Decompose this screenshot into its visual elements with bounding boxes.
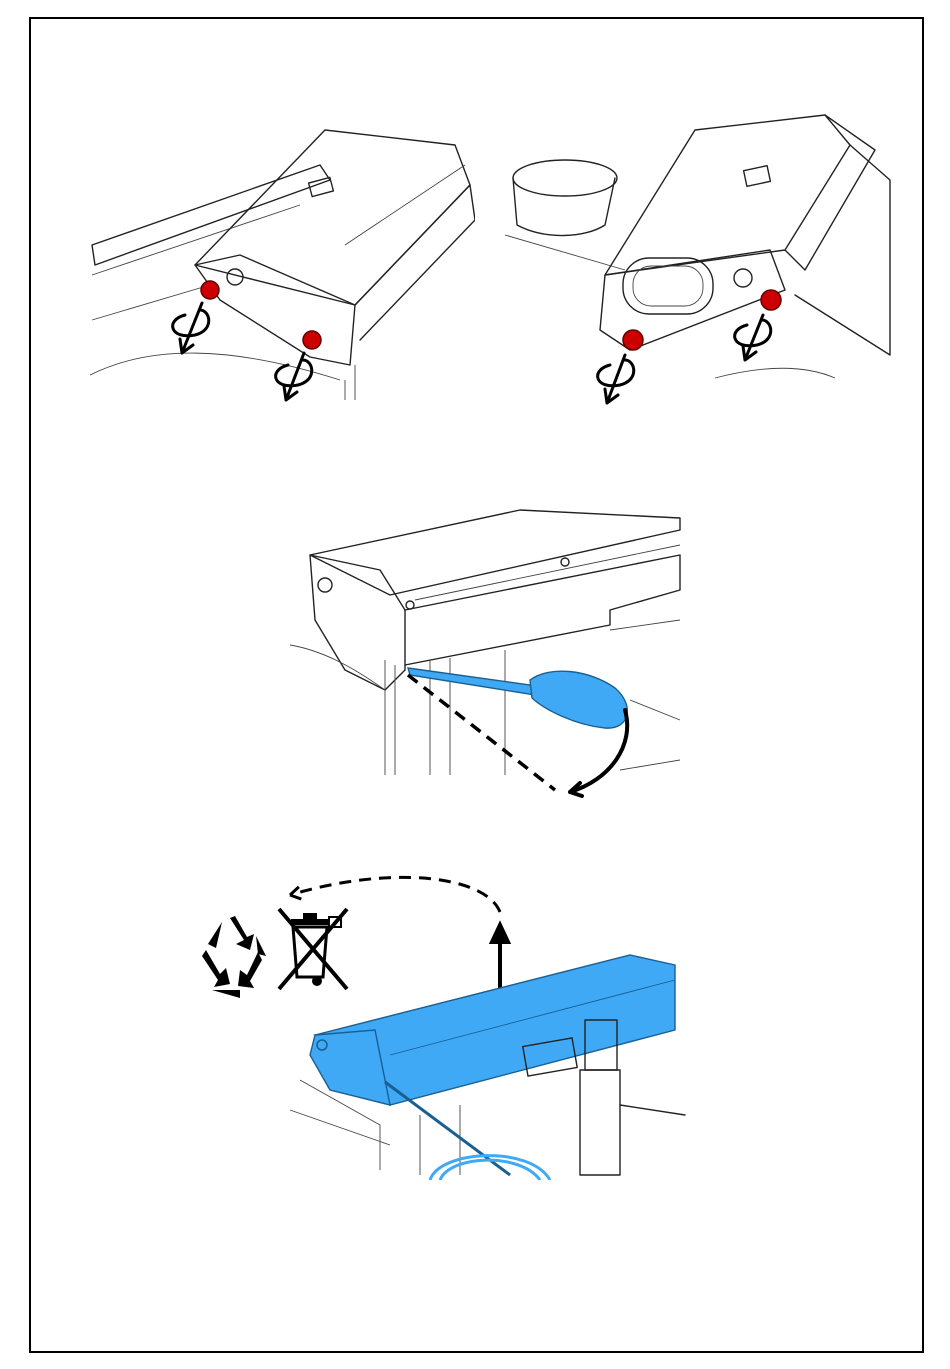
screw-icon [201, 281, 219, 299]
figure-2-pry-cover [290, 500, 685, 805]
figure-1-left-remove-screws [90, 125, 475, 405]
pull-out-arrow-icon [284, 353, 304, 400]
screw-icon [761, 290, 781, 310]
pull-out-arrow-icon [743, 315, 763, 360]
figure-1-right-remove-screws [505, 110, 895, 410]
pull-out-arrow-icon [605, 355, 625, 403]
figure-3-remove-and-recycle [190, 870, 690, 1180]
screw-icon [303, 331, 321, 349]
screw-icon [623, 330, 643, 350]
weee-crossed-bin-icon [279, 909, 347, 989]
recycle-icon [202, 916, 266, 998]
